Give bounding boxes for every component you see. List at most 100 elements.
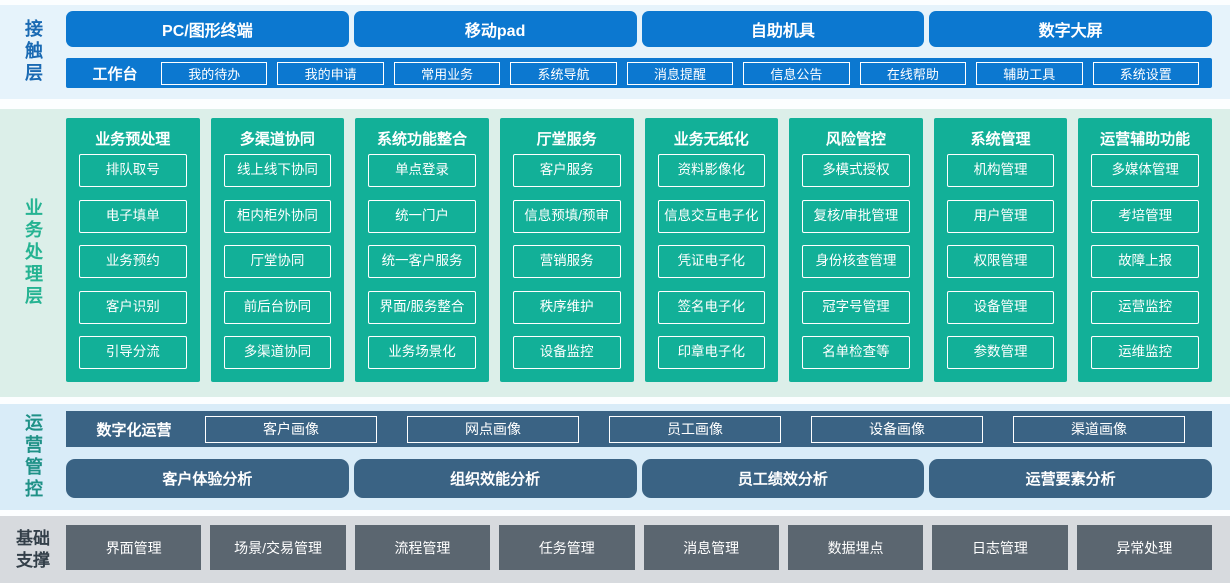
feature-box: 统一门户 [368, 199, 476, 233]
feature-box: 客户识别 [79, 290, 187, 324]
foundation-log-management: 日志管理 [932, 525, 1068, 570]
feature-box: 印章电子化 [657, 336, 766, 369]
column-system-integration: 系统功能整合 单点登录 统一门户 统一客户服务 界面/服务整合 业务场景化 [355, 118, 489, 382]
foundation-task-management: 任务管理 [499, 525, 635, 570]
feature-box: 冠字号管理 [802, 290, 910, 324]
workbench-item-applications: 我的申请 [277, 61, 384, 85]
column-title: 业务预处理 [95, 131, 171, 148]
feature-box: 凭证电子化 [657, 245, 766, 278]
foundation-data-tracking: 数据埋点 [787, 525, 924, 570]
foundation-layer-label: 基础支撑 [16, 529, 50, 570]
business-layer: 业务处理层 业务预处理 排队取号 电子填单 业务预约 客户识别 引导分流 多渠道… [0, 109, 1230, 397]
column-multi-channel: 多渠道协同 线上线下协同 柜内柜外协同 厅堂协同 前后台协同 多渠道协同 [210, 118, 345, 382]
profile-employee: 员工画像 [609, 415, 781, 443]
foundation-ui-management: 界面管理 [66, 525, 202, 570]
foundation-exception-handling: 异常处理 [1076, 525, 1212, 570]
digital-operations-bar: 数字化运营 客户画像 网点画像 员工画像 设备画像 渠道画像 [66, 411, 1212, 447]
feature-box: 设备管理 [946, 290, 1055, 324]
column-title: 业务无纸化 [673, 131, 749, 148]
feature-box: 考培管理 [1091, 199, 1199, 233]
column-title: 系统功能整合 [377, 131, 468, 148]
feature-box: 引导分流 [79, 336, 187, 369]
column-title: 多渠道协同 [239, 131, 315, 148]
contact-layer-content: PC/图形终端 移动pad 自助机具 数字大屏 工作台 我的待办 我的申请 常用… [66, 5, 1230, 99]
foundation-process-management: 流程管理 [354, 525, 491, 570]
operations-layer-label: 运营管控 [23, 413, 43, 501]
foundation-row: 界面管理 场景/交易管理 流程管理 任务管理 消息管理 数据埋点 日志管理 异常… [66, 516, 1230, 583]
feature-box: 运维监控 [1091, 336, 1199, 369]
feature-box: 名单检查等 [802, 336, 910, 369]
feature-box: 运营监控 [1091, 290, 1199, 324]
profile-branch: 网点画像 [407, 415, 579, 443]
workbench-bar: 工作台 我的待办 我的申请 常用业务 系统导航 消息提醒 信息公告 在线帮助 辅… [66, 58, 1212, 88]
feature-box: 故障上报 [1091, 245, 1199, 278]
operations-layer: 运营管控 数字化运营 客户画像 网点画像 员工画像 设备画像 渠道画像 客户体验… [0, 404, 1230, 510]
column-ops-auxiliary: 运营辅助功能 多媒体管理 考培管理 故障上报 运营监控 运维监控 [1078, 118, 1212, 382]
column-title: 厅堂服务 [536, 131, 597, 148]
column-system-management: 系统管理 机构管理 用户管理 权限管理 设备管理 参数管理 [933, 118, 1068, 382]
foundation-layer: 基础支撑 界面管理 场景/交易管理 流程管理 任务管理 消息管理 数据埋点 日志… [0, 516, 1230, 583]
feature-box: 多模式授权 [802, 154, 910, 187]
feature-box: 设备监控 [512, 336, 621, 369]
feature-box: 单点登录 [368, 154, 476, 187]
feature-box: 权限管理 [946, 245, 1055, 278]
workbench-item-reminders: 消息提醒 [626, 61, 734, 85]
feature-box: 线上线下协同 [223, 154, 332, 187]
feature-box: 柜内柜外协同 [223, 199, 332, 233]
workbench-item-announcements: 信息公告 [743, 61, 850, 85]
feature-box: 厅堂协同 [223, 245, 332, 278]
analysis-org-efficiency: 组织效能分析 [353, 459, 637, 498]
terminal-row: PC/图形终端 移动pad 自助机具 数字大屏 [66, 11, 1212, 47]
analysis-customer-experience: 客户体验分析 [66, 459, 349, 498]
workbench-item-aux-tools: 辅助工具 [976, 61, 1083, 85]
column-title: 系统管理 [970, 131, 1031, 148]
feature-box: 身份核查管理 [802, 245, 910, 278]
operations-content: 数字化运营 客户画像 网点画像 员工画像 设备画像 渠道画像 客户体验分析 组织… [66, 404, 1230, 510]
feature-box: 业务场景化 [368, 336, 476, 369]
terminal-mobile-pad: 移动pad [353, 11, 637, 47]
profile-customer: 客户画像 [205, 415, 377, 443]
contact-layer: 接触层 PC/图形终端 移动pad 自助机具 数字大屏 工作台 我的待办 我的申… [0, 5, 1230, 99]
workbench-item-online-help: 在线帮助 [859, 61, 967, 85]
terminal-digital-screen: 数字大屏 [929, 11, 1212, 47]
analysis-row: 客户体验分析 组织效能分析 员工绩效分析 运营要素分析 [66, 459, 1212, 498]
feature-box: 业务预约 [79, 245, 187, 278]
feature-box: 界面/服务整合 [368, 290, 476, 324]
terminal-pc: PC/图形终端 [66, 11, 349, 47]
workbench-item-todo: 我的待办 [161, 61, 268, 85]
feature-box: 秩序维护 [512, 290, 621, 324]
business-layer-label: 业务处理层 [23, 198, 43, 308]
terminal-self-service: 自助机具 [641, 11, 925, 47]
feature-box: 多媒体管理 [1091, 154, 1199, 187]
feature-box: 参数管理 [946, 336, 1055, 369]
feature-box: 机构管理 [946, 154, 1055, 187]
column-paperless: 业务无纸化 资料影像化 信息交互电子化 凭证电子化 签名电子化 印章电子化 [644, 118, 779, 382]
workbench-label: 工作台 [92, 65, 138, 83]
feature-box: 营销服务 [512, 245, 621, 278]
profile-channel: 渠道画像 [1013, 415, 1185, 443]
workbench-item-navigation: 系统导航 [510, 61, 617, 85]
profile-device: 设备画像 [811, 415, 983, 443]
feature-box: 用户管理 [946, 199, 1055, 233]
feature-box: 资料影像化 [657, 154, 766, 187]
digital-operations-label: 数字化运营 [96, 421, 172, 439]
feature-box: 电子填单 [79, 199, 187, 233]
feature-box: 复核/审批管理 [802, 199, 910, 233]
contact-layer-label: 接触层 [23, 19, 43, 85]
foundation-message-management: 消息管理 [643, 525, 779, 570]
feature-box: 排队取号 [79, 154, 187, 187]
feature-box: 统一客户服务 [368, 245, 476, 278]
feature-box: 信息预填/预审 [512, 199, 621, 233]
feature-box: 多渠道协同 [223, 336, 332, 369]
foundation-scene-transaction: 场景/交易管理 [210, 525, 346, 570]
workbench-item-common-business: 常用业务 [393, 61, 501, 85]
column-title: 风险管控 [825, 131, 886, 148]
business-columns: 业务预处理 排队取号 电子填单 业务预约 客户识别 引导分流 多渠道协同 线上线… [66, 109, 1230, 397]
feature-box: 前后台协同 [223, 290, 332, 324]
feature-box: 客户服务 [512, 154, 621, 187]
column-pre-processing: 业务预处理 排队取号 电子填单 业务预约 客户识别 引导分流 [66, 118, 200, 382]
feature-box: 信息交互电子化 [657, 199, 766, 233]
analysis-employee-performance: 员工绩效分析 [641, 459, 925, 498]
column-title: 运营辅助功能 [1100, 131, 1191, 148]
